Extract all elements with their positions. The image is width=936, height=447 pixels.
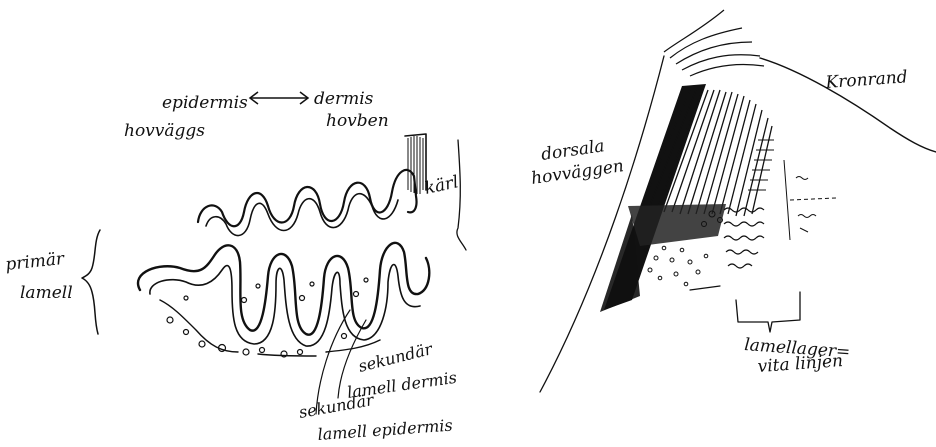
lamellae-cross-section bbox=[82, 134, 466, 414]
hoof-wall-section bbox=[540, 10, 936, 392]
label-karl: kärl bbox=[423, 172, 460, 199]
label-dermis: dermis bbox=[314, 89, 374, 109]
label-lamell-epidermis: lamell epidermis bbox=[317, 416, 453, 444]
white-line-lamellae bbox=[724, 208, 764, 268]
label-sekundar-epidermis: sekundär bbox=[297, 390, 376, 422]
label-kronrand: Kronrand bbox=[824, 67, 908, 93]
label-hovben: hovben bbox=[326, 111, 389, 131]
label-hovvaggs: hovväggs bbox=[124, 121, 205, 141]
double-arrow-icon bbox=[250, 92, 308, 104]
label-lamell: lamell bbox=[20, 283, 73, 303]
label-primar: primär bbox=[4, 249, 65, 275]
label-epidermis: epidermis bbox=[162, 93, 248, 113]
